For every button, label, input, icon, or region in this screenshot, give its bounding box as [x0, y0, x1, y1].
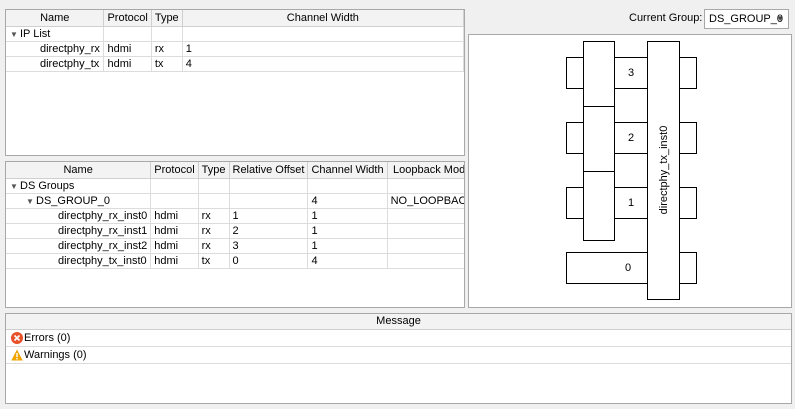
- ds-type-cell: rx: [198, 223, 230, 239]
- ds-type-cell: rx: [198, 208, 230, 224]
- ds-name-cell: directphy_tx_inst0: [6, 253, 152, 269]
- warnings-row[interactable]: Warnings (0): [6, 347, 791, 364]
- table-row[interactable]: directphy_rx_inst2 hdmi rx 3 1: [6, 238, 464, 254]
- col-header-name[interactable]: Name: [6, 10, 105, 27]
- ip-list-table: Name Protocol Type Channel Width ▼IP Lis…: [6, 10, 464, 72]
- ds-root-label: DS Groups: [20, 179, 75, 192]
- tx-right-stub-1: [679, 187, 697, 219]
- warning-icon: [11, 349, 23, 361]
- ds-name-cell: directphy_rx_inst1: [6, 223, 152, 239]
- ip-list-panel: Name Protocol Type Channel Width ▼IP Lis…: [5, 9, 465, 156]
- channel-box-2[interactable]: 2: [614, 122, 648, 154]
- error-icon: [11, 332, 23, 344]
- table-row[interactable]: directphy_tx hdmi tx 4: [6, 56, 464, 72]
- message-panel: Message Errors (0) Warnings (0): [5, 313, 792, 404]
- tx-right-stub-3: [679, 57, 697, 89]
- ds-protocol-cell: hdmi: [150, 238, 199, 254]
- channel-label-2: 2: [628, 132, 635, 144]
- ds-width-cell: 1: [307, 208, 388, 224]
- ds-offset-cell: 0: [229, 253, 309, 269]
- chevron-down-icon[interactable]: ▼: [10, 181, 18, 191]
- ip-type-cell: rx: [151, 41, 183, 57]
- channel-label-3: 3: [628, 67, 635, 79]
- col-header-channel-width[interactable]: Channel Width: [182, 10, 464, 27]
- col-header-relative-offset[interactable]: Relative Offset: [229, 162, 309, 179]
- chevron-down-icon[interactable]: ▼: [10, 29, 18, 39]
- ip-list-group-row[interactable]: ▼IP List: [6, 26, 464, 42]
- col-header-channel-width[interactable]: Channel Width: [307, 162, 388, 179]
- diagram-panel: 3 2 1 0 directphy_tx_inst0: [468, 34, 792, 308]
- ip-name-cell: directphy_rx: [6, 41, 105, 57]
- ip-name-cell: directphy_tx: [6, 56, 105, 72]
- table-row[interactable]: directphy_rx hdmi rx 1: [6, 41, 464, 57]
- ds-name-cell: directphy_rx_inst0: [6, 208, 152, 224]
- ds-type-cell: rx: [198, 238, 230, 254]
- channel-box-0[interactable]: 0: [566, 252, 648, 284]
- current-group-value: DS_GROUP_0: [709, 13, 783, 25]
- errors-row[interactable]: Errors (0): [6, 330, 791, 347]
- chevron-down-icon: ▼: [776, 14, 784, 23]
- ds-width-cell: 4: [307, 253, 388, 269]
- ip-width-cell: 4: [182, 56, 464, 72]
- current-group-label: Current Group:: [629, 12, 703, 24]
- ds-width-cell: 1: [307, 223, 388, 239]
- ip-protocol-cell: hdmi: [103, 41, 152, 57]
- ds-group-width: 4: [307, 193, 388, 209]
- table-row[interactable]: directphy_rx_inst0 hdmi rx 1 1: [6, 208, 464, 224]
- col-header-type[interactable]: Type: [151, 10, 183, 27]
- ds-width-cell: 1: [307, 238, 388, 254]
- ds-groups-header-row: Name Protocol Type Relative Offset Chann…: [6, 162, 464, 179]
- channel-box-3[interactable]: 3: [614, 57, 648, 89]
- errors-label: Errors (0): [24, 332, 71, 344]
- rx-left-stub-1: [566, 187, 584, 219]
- ip-width-cell: 1: [182, 41, 464, 57]
- ip-list-group-label: IP List: [20, 27, 51, 40]
- col-header-type[interactable]: Type: [198, 162, 230, 179]
- ds-name-cell: directphy_rx_inst2: [6, 238, 152, 254]
- col-header-protocol[interactable]: Protocol: [150, 162, 199, 179]
- channel-label-1: 1: [628, 197, 635, 209]
- col-header-protocol[interactable]: Protocol: [103, 10, 152, 27]
- ds-group-name: DS_GROUP_0: [36, 194, 110, 207]
- ds-protocol-cell: hdmi: [150, 208, 199, 224]
- rx-block-2[interactable]: [583, 106, 615, 176]
- ds-group-row[interactable]: ▼DS_GROUP_0 4 NO_LOOPBACK: [6, 193, 464, 209]
- tx-right-stub-2: [679, 122, 697, 154]
- ds-groups-table: Name Protocol Type Relative Offset Chann…: [6, 162, 464, 269]
- tx-right-stub-0: [679, 252, 697, 284]
- ds-offset-cell: 3: [229, 238, 309, 254]
- current-group-select[interactable]: DS_GROUP_0 ▼: [704, 9, 789, 29]
- ds-root-row[interactable]: ▼DS Groups: [6, 178, 464, 194]
- tx-block[interactable]: directphy_tx_inst0: [647, 41, 680, 300]
- ip-protocol-cell: hdmi: [103, 56, 152, 72]
- rx-block-3[interactable]: [583, 41, 615, 111]
- ds-group-loopback: NO_LOOPBACK: [387, 193, 464, 209]
- ds-offset-cell: 2: [229, 223, 309, 239]
- ip-type-cell: tx: [151, 56, 183, 72]
- warnings-label: Warnings (0): [24, 349, 87, 361]
- ip-list-header-row: Name Protocol Type Channel Width: [6, 10, 464, 27]
- tx-block-label: directphy_tx_inst0: [658, 125, 670, 215]
- col-header-loopback-mode[interactable]: Loopback Mode: [387, 162, 464, 179]
- rx-left-stub-2: [566, 122, 584, 154]
- ds-offset-cell: 1: [229, 208, 309, 224]
- channel-box-1[interactable]: 1: [614, 187, 648, 219]
- ds-protocol-cell: hdmi: [150, 223, 199, 239]
- table-row[interactable]: directphy_tx_inst0 hdmi tx 0 4: [6, 253, 464, 269]
- table-row[interactable]: directphy_rx_inst1 hdmi rx 2 1: [6, 223, 464, 239]
- rx-left-stub-3: [566, 57, 584, 89]
- message-header: Message: [6, 314, 791, 330]
- rx-block-1[interactable]: [583, 171, 615, 241]
- chevron-down-icon[interactable]: ▼: [26, 196, 34, 206]
- ds-protocol-cell: hdmi: [150, 253, 199, 269]
- col-header-name[interactable]: Name: [6, 162, 152, 179]
- ds-type-cell: tx: [198, 253, 230, 269]
- ds-groups-panel: Name Protocol Type Relative Offset Chann…: [5, 161, 465, 308]
- channel-label-0: 0: [625, 262, 632, 274]
